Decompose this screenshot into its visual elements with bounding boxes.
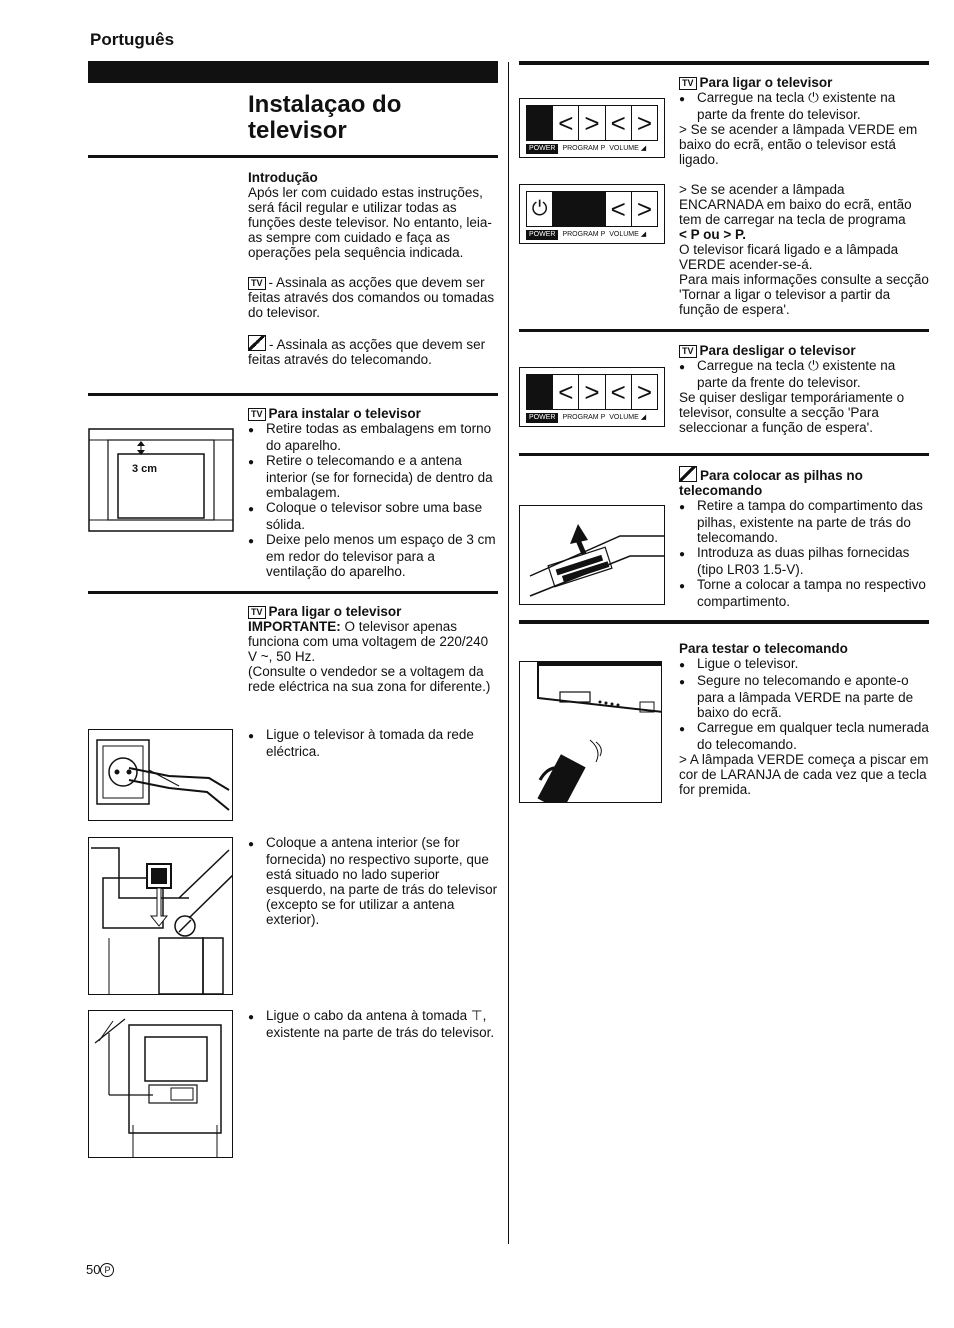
volume-up-key: > (636, 108, 652, 138)
program-label: PROGRAM P (562, 414, 606, 421)
antenna-text: Coloque a antena interior (se for fornec… (248, 835, 498, 927)
switch-off-bullet: Carregue na tecla ⏻ existente na parte d… (679, 358, 929, 390)
remote-control-icon (679, 466, 697, 482)
indoor-antenna-figure (88, 837, 233, 995)
switch-on-bullet: Carregue na tecla ⏻ existente na parte d… (679, 90, 929, 122)
power-key: ⏻ (527, 192, 554, 226)
switch-on-note-2: Para mais informações consulte a secção … (679, 272, 929, 317)
mains-text: Ligue o televisor à tomada da rede eléct… (248, 727, 498, 759)
test-bullet-1: Ligue o televisor. (679, 656, 929, 673)
tv-icon: TV (679, 345, 697, 358)
volume-down-key: < (606, 106, 632, 140)
title-rule (88, 155, 498, 158)
page-mark: P (100, 1263, 115, 1277)
column-divider (508, 62, 509, 1244)
tv-icon: TV (679, 77, 697, 90)
switch-off-note: Se quiser desligar temporáriamente o tel… (679, 390, 905, 435)
volume-down-key: < (606, 192, 632, 226)
volume-down-key: < (606, 375, 632, 409)
cable-text: Ligue o cabo da antena à tomada ⊤, exist… (248, 1008, 498, 1040)
volume-label: VOLUME ◢ (609, 414, 647, 421)
antenna-cable-figure (88, 1010, 233, 1158)
program-up-key: > (579, 106, 606, 140)
volume-up-key: > (636, 377, 652, 407)
intro-section: Introdução Após ler com cuidado estas in… (248, 170, 498, 367)
volume-up-key: > (636, 194, 652, 224)
mains-bullet: Ligue o televisor à tomada da rede eléct… (248, 727, 498, 759)
program-down-key: < (553, 375, 580, 409)
page-title: Instalaçao do televisor (248, 91, 402, 144)
mains-plug-figure (88, 729, 233, 821)
install-bullet-4: Deixe pelo menos um espaço de 3 cm em re… (248, 532, 498, 579)
intro-text: Após ler com cuidado estas instruções, s… (248, 185, 492, 260)
title-bar (88, 61, 498, 83)
test-bullet-3: Carregue em qualquer tecla numerada do t… (679, 720, 929, 752)
connect-important: IMPORTANTE: O televisor apenas funciona … (248, 619, 489, 664)
intro-remote-note: - Assinala as acções que devem ser feita… (248, 335, 486, 367)
intro-heading: Introdução (248, 170, 318, 185)
ventilation-figure: 3 cm (88, 428, 234, 532)
section-rule (519, 61, 929, 65)
power-key (527, 106, 554, 140)
section-rule (519, 453, 929, 456)
tv-icon: TV (248, 408, 266, 421)
install-bullet-3: Coloque o televisor sobre uma base sólid… (248, 500, 498, 532)
test-result: A lâmpada VERDE começa a piscar em cor d… (679, 752, 929, 797)
section-rule (519, 620, 929, 624)
connect-consult: (Consulte o vendedor se a voltagem da re… (248, 664, 491, 694)
program-up-key: > (579, 375, 606, 409)
program-label: PROGRAM P (562, 145, 606, 152)
ventilation-label: 3 cm (132, 463, 158, 475)
battery-bullet-1: Retire a tampa do compartimento das pilh… (679, 498, 929, 545)
test-bullet-2: Segure no telecomando e aponte-o para a … (679, 673, 929, 720)
power-key (527, 375, 554, 409)
battery-bullet-3: Torne a colocar a tampa no respectivo co… (679, 577, 929, 609)
battery-heading: Para colocar as pilhas no telecomando (679, 466, 863, 498)
switch-on-result-red: Se se acender a lâmpada ENCARNADA em bai… (679, 182, 929, 242)
install-bullet-1: Retire todas as embalagens em torno do a… (248, 421, 498, 453)
tv-icon: TV (248, 277, 266, 290)
remote-control-icon (248, 335, 266, 351)
battery-figure (519, 505, 665, 605)
language-header: Português (90, 30, 175, 49)
program-key-lit (579, 192, 606, 226)
volume-label: VOLUME ◢ (609, 231, 647, 238)
antenna-bullet: Coloque a antena interior (se for fornec… (248, 835, 498, 927)
battery-bullet-2: Introduza as duas pilhas fornecidas (tip… (679, 545, 929, 577)
battery-section: Para colocar as pilhas no telecomando Re… (679, 466, 929, 609)
intro-tv-note: TV- Assinala as acções que devem ser fei… (248, 275, 495, 320)
volume-label: VOLUME ◢ (609, 145, 647, 152)
test-heading: Para testar o telecomando (679, 641, 848, 656)
program-label: PROGRAM P (562, 231, 606, 238)
switch-on-note-1: O televisor ficará ligado e a lâmpada VE… (679, 242, 899, 272)
section-rule (88, 393, 498, 396)
program-key-lit (553, 192, 580, 226)
cable-bullet: Ligue o cabo da antena à tomada ⊤, exist… (248, 1008, 498, 1040)
section-rule (519, 329, 929, 332)
tv-icon: TV (248, 606, 266, 619)
power-label: POWER (526, 413, 559, 423)
program-down-key: < (553, 106, 580, 140)
power-label: POWER (526, 230, 559, 240)
power-label: POWER (526, 144, 559, 154)
install-bullet-2: Retire o telecomando e a antena interior… (248, 453, 498, 500)
switch-on-result-green: Se se acender a lâmpada VERDE em baixo d… (679, 122, 929, 167)
section-rule (88, 591, 498, 594)
remote-test-figure (519, 661, 662, 803)
test-section: Para testar o telecomando Ligue o televi… (679, 641, 929, 797)
